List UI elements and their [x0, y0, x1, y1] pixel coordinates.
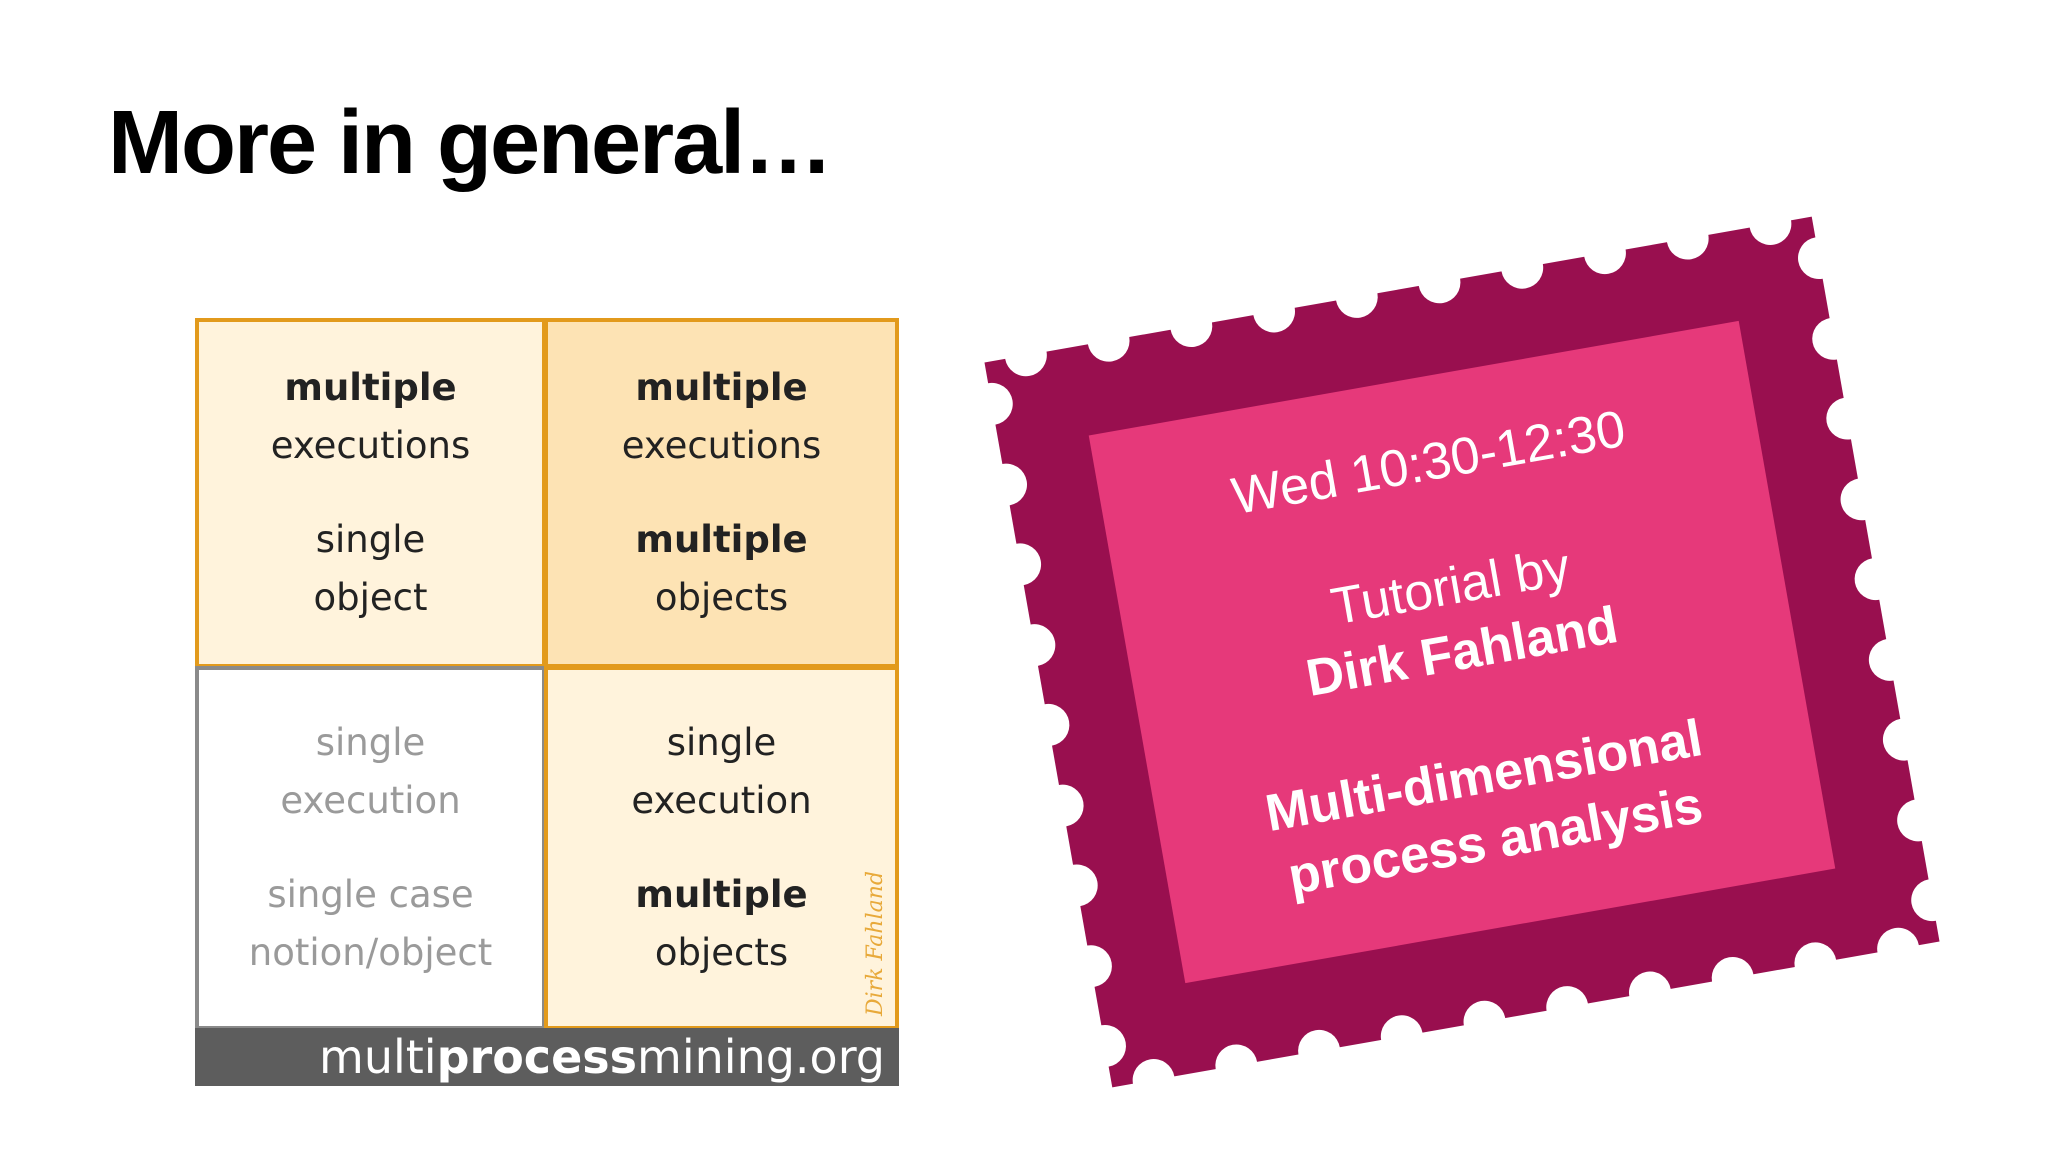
matrix-cell-bottom-left: single execution single case notion/obje…	[195, 666, 546, 1030]
cell-label: multiple	[635, 873, 808, 916]
cell-label: single	[315, 721, 426, 764]
cell-label: objects	[654, 931, 789, 974]
cell-label: multiple	[284, 366, 457, 409]
cell-label: multiple	[635, 518, 808, 561]
cell-label: multiple	[635, 366, 808, 409]
cell-label: single	[315, 518, 426, 561]
matrix-cell-bottom-right: single execution multiple objects Dirk F…	[544, 666, 899, 1030]
cell-label: object	[313, 576, 428, 619]
cell-label: single case	[267, 873, 474, 916]
slide-title: More in general…	[108, 93, 833, 193]
cell-label: notion/object	[248, 931, 493, 974]
stamp-center: Wed 10:30-12:30 Tutorial by Dirk Fahland…	[1088, 320, 1836, 984]
footer-text-pre: multi	[319, 1030, 437, 1084]
website-footer: multiprocessmining.org	[195, 1028, 899, 1086]
cell-label: executions	[270, 424, 471, 467]
author-signature: Dirk Fahland	[863, 871, 888, 1016]
postage-stamp: Wed 10:30-12:30 Tutorial by Dirk Fahland…	[967, 199, 1957, 1105]
footer-text-post: mining.org	[637, 1030, 885, 1084]
session-time: Wed 10:30-12:30	[1227, 399, 1630, 527]
cell-label: single	[666, 721, 777, 764]
footer-text-bold: process	[436, 1030, 638, 1084]
cell-label: execution	[280, 779, 461, 822]
cell-label: execution	[631, 779, 812, 822]
cell-label: objects	[654, 576, 789, 619]
matrix-cell-top-right: multiple executions multiple objects	[544, 318, 899, 668]
cell-label: executions	[621, 424, 822, 467]
multi-process-mining-matrix: multiple executions single object multip…	[195, 318, 899, 1086]
matrix-cell-top-left: multiple executions single object	[195, 318, 546, 668]
